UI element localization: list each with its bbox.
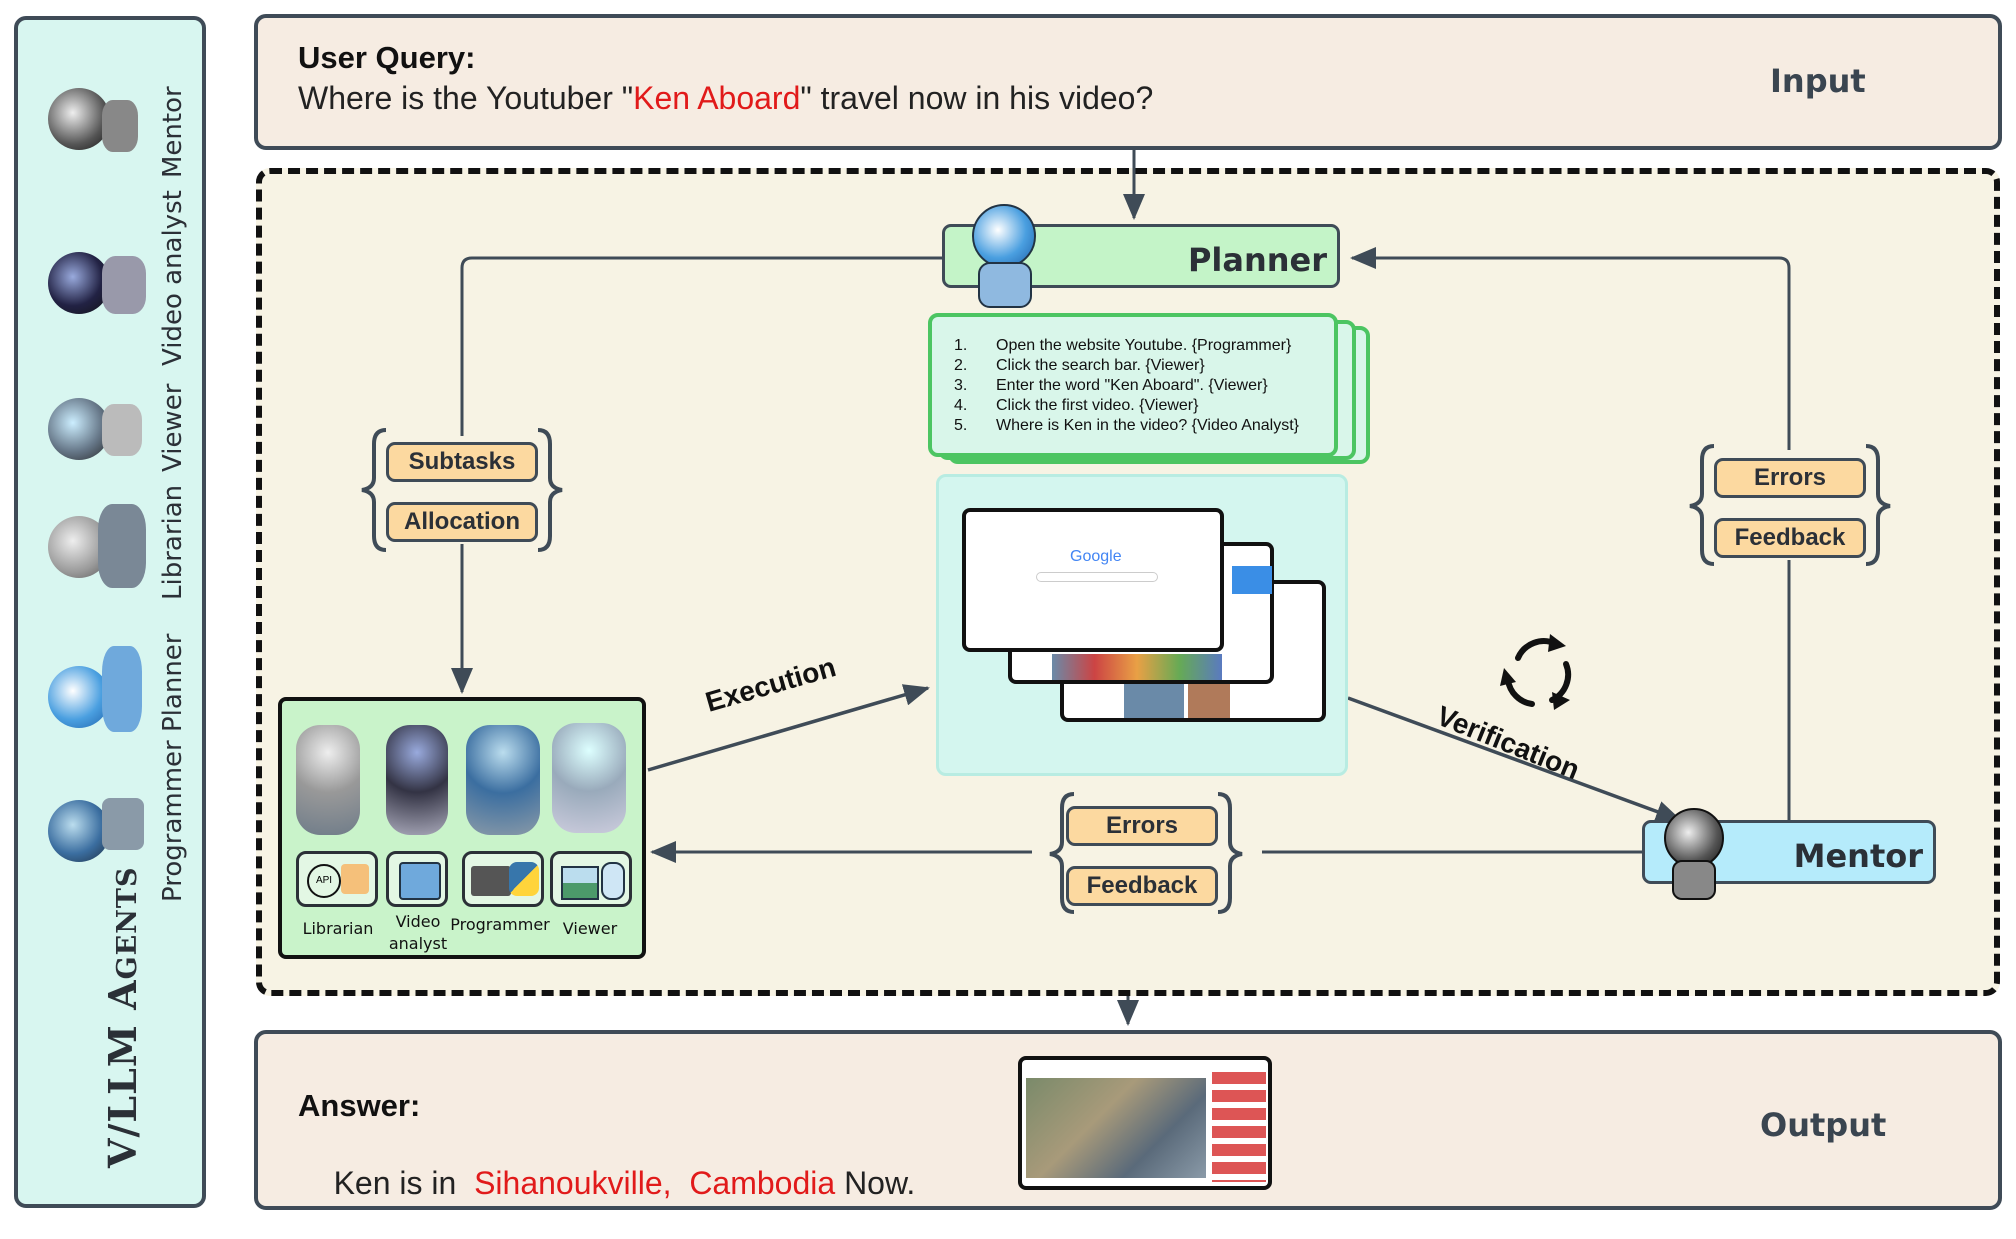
feedback-pill-bottom: Feedback: [1066, 866, 1218, 906]
feedback-pill-right: Feedback: [1714, 518, 1866, 558]
translate-icon: [341, 864, 369, 894]
video-sidebar: [1212, 1072, 1266, 1182]
librarian-robot-icon: [296, 725, 360, 835]
viewer-tool: [550, 851, 632, 907]
thumbnail-strip: [1052, 654, 1222, 680]
plan-number: 3.: [954, 377, 968, 394]
planner-robot-body-icon: [978, 262, 1032, 308]
programmer-tool: [462, 851, 544, 907]
viewer-robot-body-icon: [102, 404, 142, 456]
google-search-input: [1036, 572, 1158, 582]
programmer-robot-icon: [466, 725, 540, 835]
python-icon: [509, 862, 539, 896]
planner-robot-icon: [48, 666, 110, 728]
answer-country: Cambodia: [689, 1165, 836, 1201]
google-logo: Google: [1070, 548, 1122, 565]
mentor-robot-body-icon: [102, 100, 138, 152]
image-icon: [561, 866, 599, 900]
planner-robot-body-icon: [102, 646, 142, 732]
tool-label-programmer: Programmer: [450, 915, 550, 934]
answer-text: Ken is in Sihanoukville, Cambodia Now.: [298, 1128, 916, 1239]
answer-before: Ken is in: [333, 1165, 466, 1201]
video-analyst-robot-body-icon: [102, 256, 146, 314]
user-query-text: Where is the Youtuber "Ken Aboard" trave…: [298, 80, 1153, 117]
agents-sidebar: Mentor Video analyst Viewer Librarian Pl…: [14, 16, 206, 1208]
errors-feedback-bracket-right: [1689, 444, 1891, 566]
video-analyst-robot-icon: [386, 725, 448, 835]
subtasks-pill: Subtasks: [386, 442, 538, 482]
search-result-bar: [1232, 566, 1272, 594]
video-analyst-robot-icon: [48, 252, 110, 314]
query-highlight-name: Ken Aboard: [633, 80, 801, 116]
google-home-screen: Google: [962, 508, 1224, 652]
plan-number: 4.: [954, 397, 968, 414]
query-text-after: " travel now in his video?: [800, 80, 1154, 116]
allocation-pill: Allocation: [386, 502, 538, 542]
answer-after: Now.: [835, 1165, 916, 1201]
plan-number: 5.: [954, 417, 968, 434]
video-player-icon: [399, 862, 441, 900]
feedback-to-planner-line: [1350, 247, 1791, 450]
mouse-icon: [601, 862, 625, 900]
subtasks-bracket: [361, 428, 563, 552]
video-analyst-tool: [386, 851, 448, 907]
mentor-robot-icon: [48, 88, 110, 150]
verification-arrow: [1347, 696, 1682, 823]
plan-step: Click the first video. {Viewer}: [996, 397, 1199, 414]
api-icon: API: [307, 864, 341, 898]
plan-step: Enter the word "Ken Aboard". {Viewer}: [996, 377, 1268, 394]
plan-step: Click the search bar. {Viewer}: [996, 357, 1205, 374]
query-text-before: Where is the Youtuber ": [298, 80, 634, 116]
terminal-icon: [471, 866, 511, 896]
librarian-api-tool: API: [296, 851, 378, 907]
answer-city: Sihanoukville,: [474, 1165, 672, 1201]
viewer-robot-icon: [552, 723, 626, 833]
video-thumbnail: [1188, 682, 1230, 718]
viewer-robot-icon: [48, 398, 110, 460]
plan-step: Open the website Youtube. {Programmer}: [996, 337, 1292, 354]
agents-box: API Librarian Video analyst Programmer V…: [278, 697, 646, 959]
tool-label-librarian: Librarian: [302, 919, 374, 938]
errors-pill-bottom: Errors: [1066, 806, 1218, 846]
mentor-title: Mentor: [1793, 837, 1923, 875]
tool-label-viewer: Viewer: [562, 919, 618, 938]
plan-step: Where is Ken in the video? {Video Analys…: [996, 417, 1300, 434]
programmer-robot-icon: [48, 800, 110, 862]
video-frame: [1026, 1078, 1206, 1178]
answer-label: Answer:: [298, 1088, 421, 1123]
cycle-icon: [1505, 638, 1572, 707]
answer-video-screenshot: [1018, 1056, 1272, 1190]
input-panel: User Query: Where is the Youtuber "Ken A…: [254, 14, 2002, 150]
plan-list: 1. Open the website Youtube. {Programmer…: [928, 313, 1338, 457]
output-panel: Answer: Ken is in Sihanoukville, Cambodi…: [254, 1030, 2002, 1210]
mentor-robot-body-icon: [1672, 860, 1716, 900]
execution-arrow: [647, 684, 930, 772]
librarian-robot-body-icon: [98, 504, 146, 588]
input-side-label: Input: [1770, 62, 1866, 100]
mentor-robot-icon: [1664, 808, 1724, 868]
planner-title: Planner: [1187, 241, 1327, 279]
planner-to-subtasks-line: [460, 256, 942, 436]
plan-number: 1.: [954, 337, 968, 354]
errors-feedback-bracket-bottom: [1049, 792, 1243, 914]
programmer-laptop-icon: [102, 798, 144, 850]
tool-label-video-analyst-text: Video analyst: [388, 912, 448, 953]
errors-pill-right: Errors: [1714, 458, 1866, 498]
tool-label-video-analyst: Video analyst: [368, 911, 468, 955]
planner-robot-icon: [972, 204, 1036, 268]
video-thumbnail: [1124, 682, 1184, 718]
plan-number: 2.: [954, 357, 968, 374]
output-side-label: Output: [1760, 1106, 1887, 1144]
user-query-label: User Query:: [298, 40, 476, 75]
